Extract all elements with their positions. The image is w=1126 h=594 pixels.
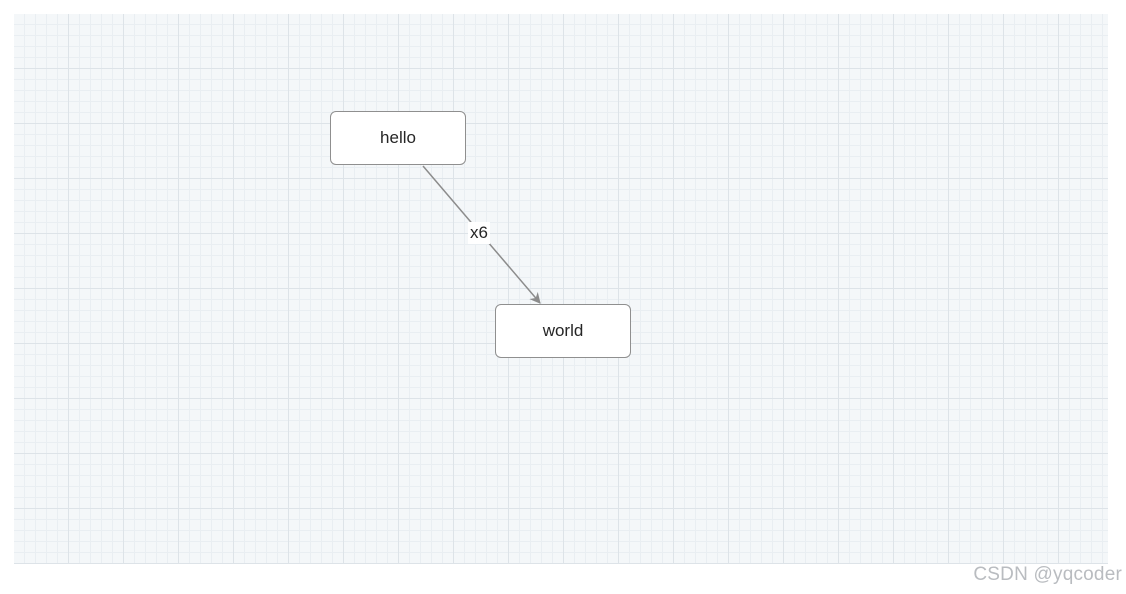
node-hello[interactable]: hello bbox=[330, 111, 466, 165]
node-world[interactable]: world bbox=[495, 304, 631, 358]
watermark-text: CSDN @yqcoder bbox=[973, 564, 1122, 585]
node-hello-label: hello bbox=[380, 128, 416, 147]
grid-canvas[interactable] bbox=[14, 14, 1108, 564]
node-world-label: world bbox=[542, 321, 584, 340]
edge-label[interactable]: x6 bbox=[468, 222, 490, 244]
